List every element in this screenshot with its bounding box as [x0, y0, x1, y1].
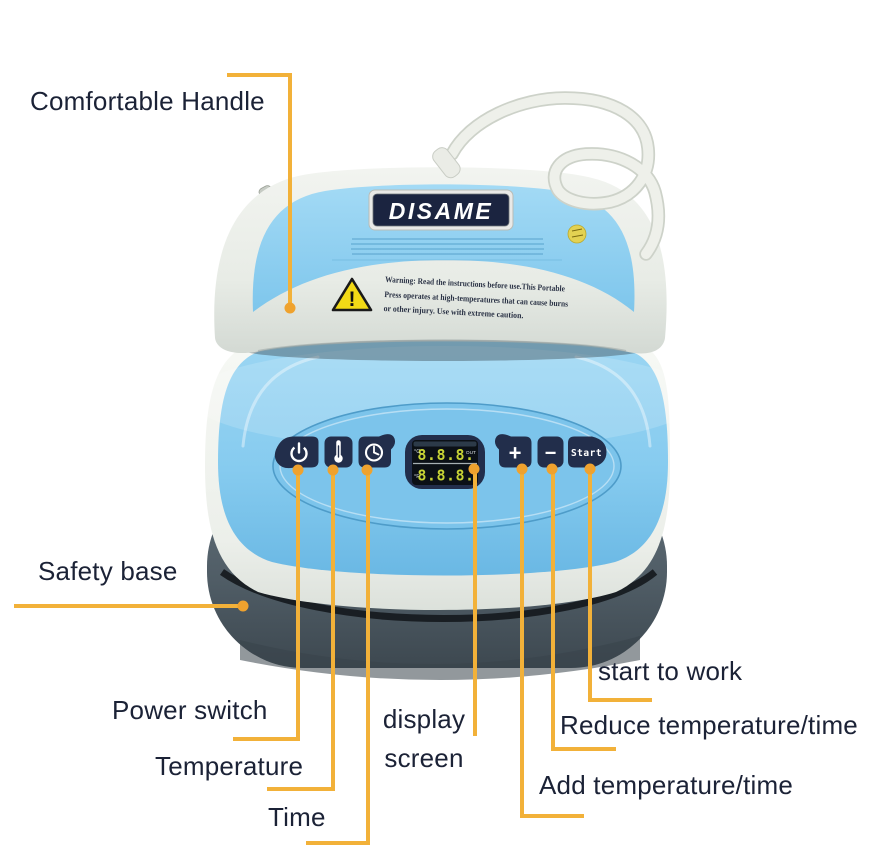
callout-lines	[14, 73, 652, 845]
power-icon	[290, 442, 308, 463]
minus-button[interactable]: −	[537, 436, 564, 468]
callout-dots	[237, 302, 596, 612]
label-add: Add temperature/time	[539, 770, 794, 800]
label-start-to-work: start to work	[598, 656, 743, 686]
display-unit-celsius: °C	[414, 449, 420, 455]
plus-glyph: +	[509, 441, 522, 466]
label-display-screen: display screen	[376, 700, 472, 778]
brand-plaque: DISAME	[368, 189, 514, 231]
callout-line-reduce	[551, 471, 616, 751]
time-button[interactable]	[358, 434, 396, 468]
plus-button[interactable]: +	[494, 434, 532, 468]
callout-line-power-switch	[233, 471, 300, 741]
body-highlight-left	[241, 355, 320, 448]
power-cord	[432, 91, 666, 261]
callout-line-comfortable-handle	[227, 73, 292, 306]
callout-dot-power	[292, 464, 304, 476]
callout-line-temperature	[267, 471, 335, 791]
label-temperature: Temperature	[155, 751, 304, 781]
body-highlight-right	[574, 355, 652, 448]
label-display-line2: screen	[384, 743, 464, 773]
clock-icon	[364, 443, 384, 462]
temperature-button[interactable]	[324, 436, 353, 468]
label-display-line1: display	[382, 704, 466, 734]
callout-line-add	[520, 471, 584, 818]
label-reduce: Reduce temperature/time	[560, 710, 858, 740]
start-button-label: Start	[571, 448, 602, 459]
thermometer-icon	[334, 440, 343, 463]
label-comfortable-handle: Comfortable Handle	[30, 86, 265, 116]
handle-ridges	[332, 238, 562, 261]
label-power-switch: Power switch	[112, 695, 268, 725]
callout-dot-display	[468, 463, 480, 475]
warning-exclamation: !	[349, 288, 356, 311]
label-safety-base: Safety base	[38, 556, 178, 586]
display-out-label: OUT	[466, 450, 476, 456]
display-unit-fahrenheit: °F	[414, 474, 420, 480]
callout-dot-temperature	[327, 464, 339, 476]
callout-dot-start	[584, 463, 596, 475]
minus-glyph: −	[545, 443, 557, 465]
handle-seam	[257, 339, 627, 352]
cord-strain-relief	[432, 147, 461, 179]
display-row-bottom: 8.8.8.	[417, 467, 474, 485]
brand-text: DISAME	[389, 198, 493, 224]
warning-triangle-icon	[331, 277, 373, 312]
handle-shadow	[243, 339, 643, 361]
power-button[interactable]	[274, 436, 319, 469]
callout-dot-minus	[546, 463, 558, 475]
display-screen: 8.8.8. 8.8.8. °C °F OUT	[405, 435, 485, 489]
callout-line-start	[588, 471, 652, 702]
callout-dot-handle	[284, 302, 296, 314]
start-button[interactable]: Start	[568, 436, 607, 468]
label-time: Time	[268, 802, 326, 832]
callout-line-time	[306, 471, 370, 845]
callout-dot-plus	[516, 463, 528, 475]
callout-dot-time	[361, 464, 373, 476]
sticker	[567, 224, 587, 244]
handle-top-inset	[252, 184, 635, 312]
callout-dot-base	[237, 600, 249, 612]
display-row-top: 8.8.8.	[417, 446, 474, 464]
